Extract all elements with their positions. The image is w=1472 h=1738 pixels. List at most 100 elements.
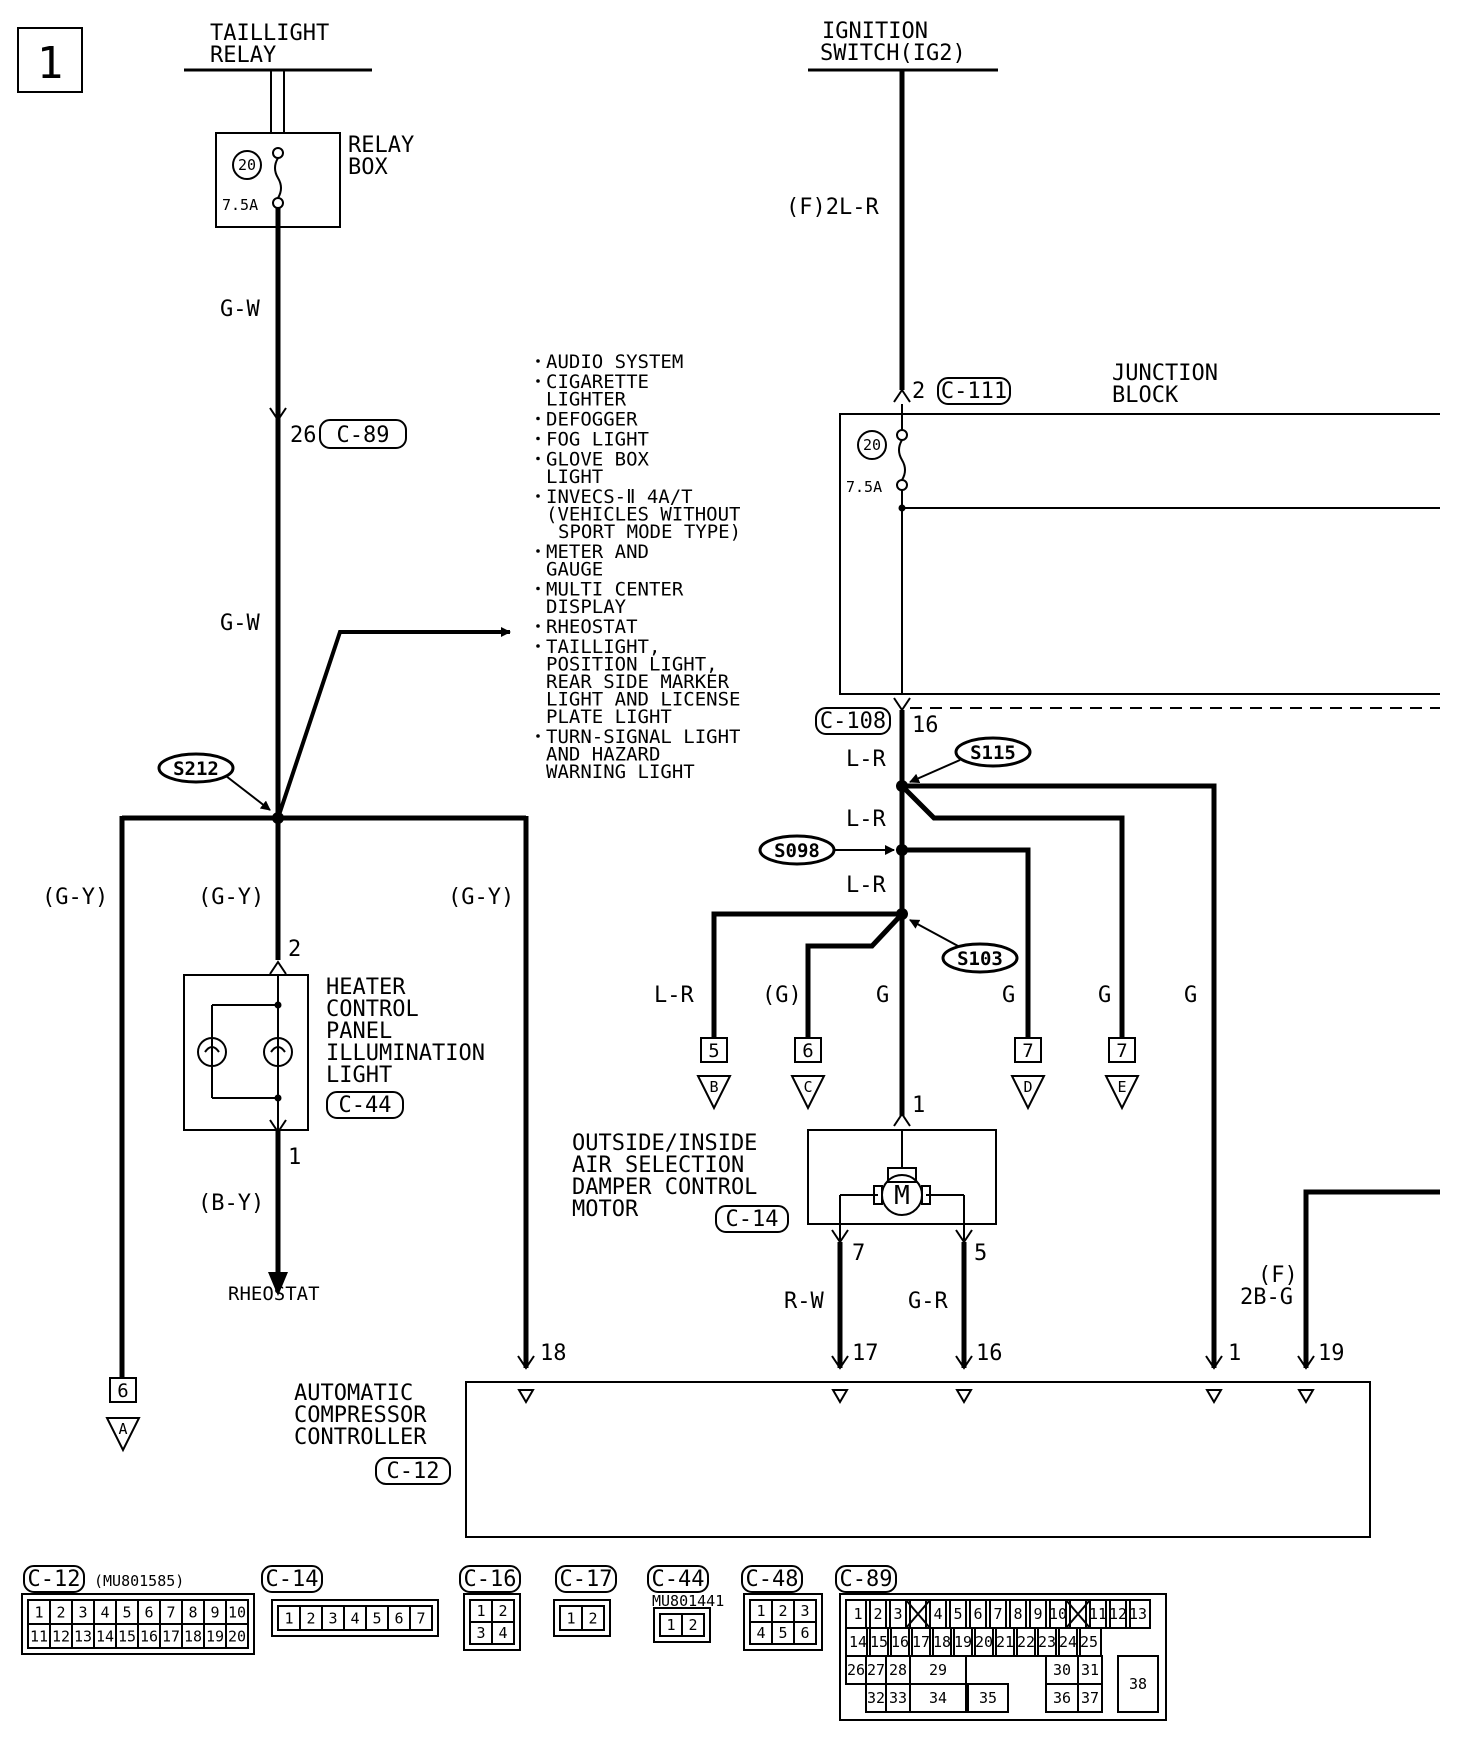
heater-label-4: ILLUMINATION [326,1041,485,1066]
branch-item-text: LIGHT AND LICENSE [546,689,740,711]
wire-label-gy-right: (G-Y) [448,885,514,910]
pin-number: 37 [1081,1689,1099,1707]
splice-s115: S115 [909,736,1032,783]
relay-fuse-rating: 7.5A [222,196,258,214]
wire-label-lr-1: L-R [846,747,886,772]
wire-label-gw-upper: G-W [220,297,260,322]
pin-number: 16 [891,1633,909,1651]
wire-label-f2lr: (F)2L-R [786,195,879,220]
branch-item-text: GAUGE [546,559,603,581]
wire-label-gr: G-R [908,1289,948,1314]
pin-number: 26 [847,1661,865,1679]
pin-number: 36 [1053,1689,1071,1707]
branch-item-text: AND HAZARD [546,744,660,766]
wire-label-lr-b: L-R [654,983,694,1008]
wire-label-gw-lower: G-W [220,611,260,636]
pin-number: 13 [1129,1605,1147,1623]
taillight-relay-source: TAILLIGHT RELAY [184,21,372,115]
svg-text:6: 6 [117,1380,128,1402]
pin-1-compressor: 1 [1228,1341,1241,1366]
motor-label-1: OUTSIDE/INSIDE [572,1131,757,1156]
pin-1-motor: 1 [912,1093,925,1118]
pin-number: 15 [118,1627,136,1645]
wire-label-f-top: (F) [1258,1263,1298,1288]
branch-item-text: FOG LIGHT [546,429,649,451]
pin-number: 2 [588,1609,597,1627]
svg-text:D: D [1023,1078,1032,1096]
connector-view-label: C-14 [266,1567,319,1592]
wire-label-g-motor: G [876,983,889,1008]
pin-number: 17 [912,1633,930,1651]
svg-text:S103: S103 [957,948,1003,970]
connector-view-label: C-48 [746,1567,799,1592]
pin-16-c108: 16 [912,713,939,738]
branch-item-text: DEFOGGER [546,409,638,431]
pin-number: 5 [372,1609,381,1627]
wire-label-g-c: (G) [762,983,802,1008]
connector-view-label: C-12 [28,1567,81,1592]
branch-item-text: TAILLIGHT, [546,636,660,658]
connector-c89-label: C-89 [337,423,390,448]
pin-number: 27 [867,1661,885,1679]
pin-number: 7 [166,1603,175,1621]
splice-s212: S212 [157,752,271,811]
pin-number: 3 [893,1605,902,1623]
pin-number: 8 [188,1603,197,1621]
pin-number: 1 [284,1609,293,1627]
svg-text:B: B [709,1078,718,1096]
motor-label-4: MOTOR [572,1197,639,1222]
pin-number: 31 [1081,1661,1099,1679]
pin-number: 24 [1059,1633,1077,1651]
branch-item-text: LIGHTER [546,389,627,411]
pin-26: 26 [290,423,317,448]
pin-number: 15 [870,1633,888,1651]
svg-text:E: E [1117,1078,1126,1096]
connector-view-label: C-17 [560,1567,613,1592]
pin-number: 3 [800,1602,809,1620]
pin-2-heater: 2 [288,937,301,962]
wire-label-gy-left: (G-Y) [42,885,108,910]
page-number: 1 [37,38,64,89]
pin-number: 2 [778,1602,787,1620]
splice-s103: S103 [909,919,1019,974]
pin-number: 7 [993,1605,1002,1623]
pin-number: 2 [873,1605,882,1623]
pin-number: 29 [929,1661,947,1679]
pin-number: 33 [889,1689,907,1707]
pin-number: 23 [1038,1633,1056,1651]
connector-view-label: C-44 [652,1567,705,1592]
pin-number: 14 [849,1633,867,1651]
offpage-connector-c: 6 C [790,1037,826,1111]
compressor-label-1: AUTOMATIC [294,1381,413,1406]
pin-number: 2 [56,1603,65,1621]
pin-number: 32 [867,1689,885,1707]
jb-fuse-rating: 7.5A [846,478,882,496]
taillight-relay-label-1: TAILLIGHT [210,21,329,46]
motor-symbol: M [894,1181,910,1211]
pin-number: 14 [96,1627,114,1645]
pin-number: 9 [210,1603,219,1621]
pin-number: 19 [206,1627,224,1645]
svg-text:7: 7 [1116,1040,1127,1062]
wire-label-f-bottom: 2B-G [1240,1285,1293,1310]
branch-item-text: (VEHICLES WITHOUT [546,504,740,526]
pin-number: 21 [996,1633,1014,1651]
pin-number: 4 [350,1609,359,1627]
pin-number: 19 [954,1633,972,1651]
connector-c12-label: C-12 [387,1459,440,1484]
branch-item-text: TURN-SIGNAL LIGHT [546,726,740,748]
pin-number: 9 [1033,1605,1042,1623]
heater-illumination-light: HEATER CONTROL PANEL ILLUMINATION LIGHT … [183,974,485,1131]
pin-number: 35 [979,1689,997,1707]
svg-text:S098: S098 [774,840,820,862]
pin-number: 6 [394,1609,403,1627]
relay-box: 20 7.5A RELAY BOX [215,115,414,228]
rheostat-label: RHEOSTAT [228,1283,320,1305]
branch-item-text: CIGARETTE [546,371,649,393]
svg-text:6: 6 [802,1040,813,1062]
